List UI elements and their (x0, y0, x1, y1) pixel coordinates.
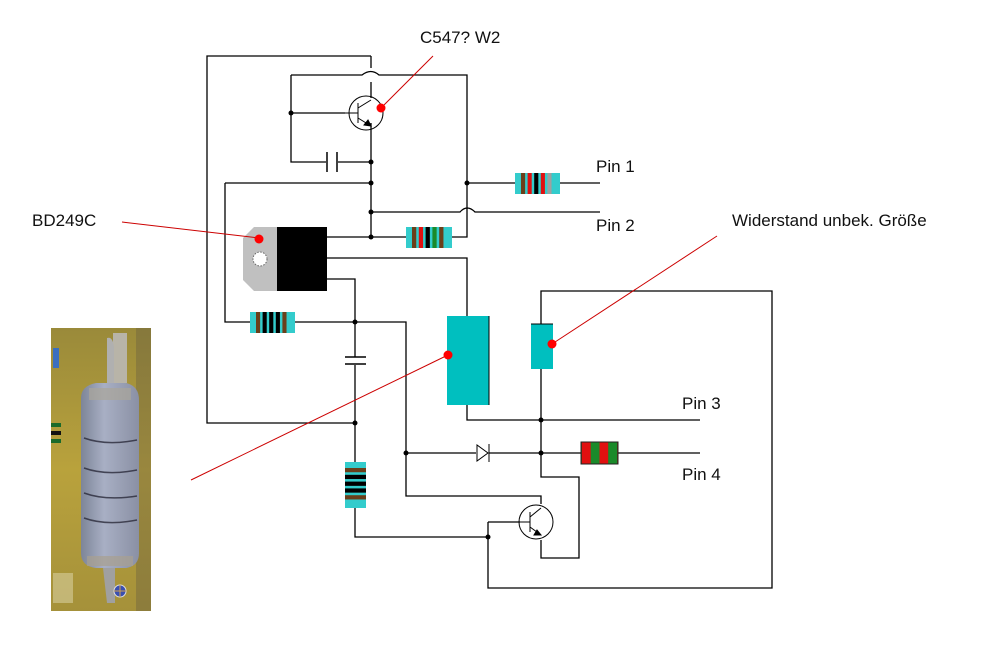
junction (352, 319, 358, 325)
label-c547: C547? W2 (420, 28, 501, 47)
marker-dot (443, 350, 453, 360)
wire-t2-emitter (540, 369, 580, 559)
resistor-pin2 (406, 227, 452, 248)
resistor-band (608, 442, 617, 464)
wire-cap-loop (290, 113, 371, 163)
transistor-bottom (518, 504, 554, 540)
capacitor-top (326, 152, 338, 172)
wires (206, 55, 773, 589)
resistor-band (345, 474, 366, 480)
junction (368, 209, 374, 215)
resistor-band (432, 227, 437, 248)
resistor-vertical (345, 462, 366, 508)
resistor-band (256, 312, 261, 333)
wire-bd-collector (326, 257, 468, 316)
component-photo (51, 328, 151, 611)
resistor-band (412, 227, 417, 248)
junction (485, 534, 491, 540)
wire-node-right (295, 321, 542, 504)
annotations (121, 55, 718, 481)
marker-dot (254, 234, 264, 244)
wire-pin3 (466, 405, 700, 421)
wire-outer-left (206, 55, 371, 424)
annotation-line-c547 (380, 55, 434, 109)
junction (368, 180, 374, 186)
resistor-band (269, 312, 274, 333)
resistor-band (262, 312, 267, 333)
resistor-band (590, 442, 600, 464)
resistors (250, 173, 619, 508)
junction (464, 180, 470, 186)
resistor-band (582, 442, 591, 464)
label-pin3: Pin 3 (682, 394, 721, 413)
wire-r-pin2-right (452, 183, 468, 238)
label-bd249c: BD249C (32, 211, 97, 230)
annotation-line-inductor (190, 354, 449, 481)
label-pin4: Pin 4 (682, 465, 721, 484)
resistor-band (439, 227, 444, 248)
marker-dot (547, 339, 557, 349)
resistor-band (282, 312, 287, 333)
wire-base (290, 75, 345, 114)
resistor-pin1 (515, 173, 560, 194)
wire-right-box (487, 290, 773, 589)
label-widerstand: Widerstand unbek. Größe (732, 211, 927, 230)
resistor-band (418, 227, 424, 248)
resistor-band (547, 173, 552, 194)
capacitor-vertical (345, 356, 366, 365)
label-pin1: Pin 1 (596, 157, 635, 176)
junction (368, 234, 374, 240)
junction (288, 110, 294, 116)
junctions (288, 110, 544, 540)
resistor-band (275, 312, 280, 333)
resistor-band (345, 495, 366, 500)
diode (476, 444, 490, 462)
resistor-band (599, 442, 609, 464)
marker-dot (376, 103, 386, 113)
resistor-outline (580, 441, 619, 465)
resistor-pin4 (580, 441, 619, 465)
resistor-band (540, 173, 545, 194)
unknown-resistor-block (531, 324, 553, 369)
resistor-band (345, 488, 366, 493)
wire-r-bottom (354, 508, 488, 538)
junction (368, 159, 374, 165)
resistor-left (250, 312, 295, 333)
junction (538, 417, 544, 423)
crosshair-icon (113, 584, 127, 598)
label-pin2: Pin 2 (596, 216, 635, 235)
resistor-band (345, 481, 366, 486)
wire-pin2 (371, 207, 600, 213)
markers (254, 103, 557, 360)
resistor-band (527, 173, 532, 194)
resistor-band (425, 227, 430, 248)
wire-bd-emitter (326, 278, 356, 322)
resistor-band (534, 173, 539, 194)
transistor-c547 (345, 95, 384, 131)
junction (538, 450, 544, 456)
wire-top (291, 70, 468, 183)
resistor-band (345, 468, 366, 473)
annotation-line-widerstand (551, 235, 718, 345)
resistor-band (521, 173, 526, 194)
junction (403, 450, 409, 456)
wire-left-vertical (224, 183, 250, 323)
annotation-line-bd249c (121, 221, 260, 239)
junction (352, 420, 358, 426)
bd249c-transistor (243, 227, 327, 291)
inductor-block (447, 316, 489, 405)
inductor-photo (51, 328, 151, 611)
